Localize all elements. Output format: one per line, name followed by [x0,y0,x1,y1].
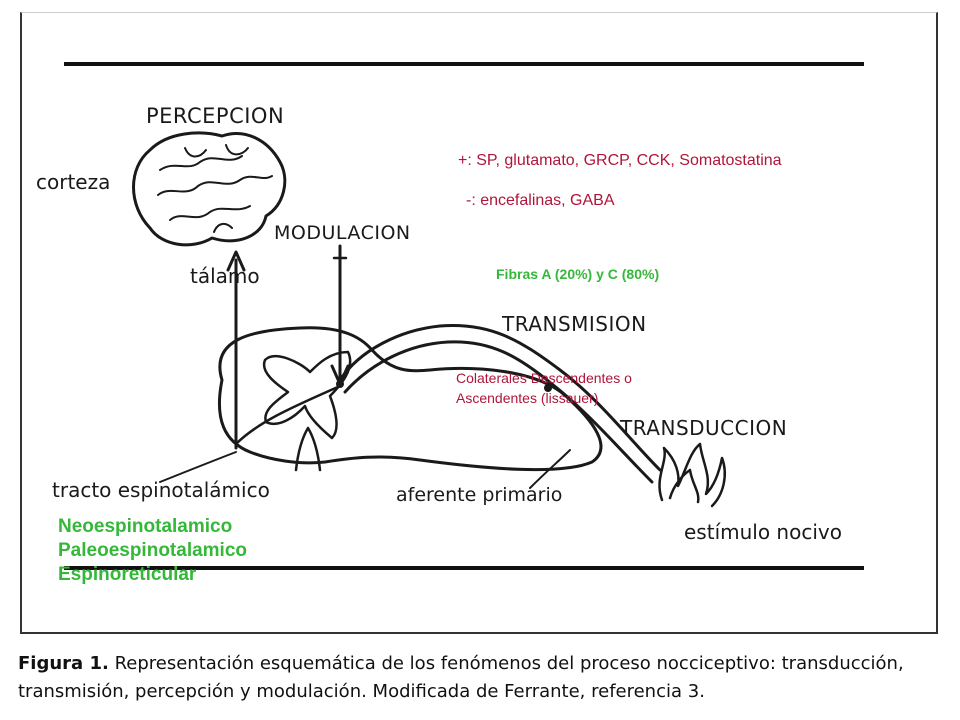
label-aferente: aferente primario [396,484,563,506]
gray-matter [262,350,352,440]
crossing-fiber [234,384,342,446]
note-colaterales-2: Ascendentes (lissauer) [456,390,599,406]
label-modulacion: MODULACION [274,222,411,244]
label-tracto: tracto espinotalámico [52,478,270,502]
synapse-dot [336,380,344,388]
note-excitatory: +: SP, glutamato, GRCP, CCK, Somatostati… [458,152,782,169]
label-estimulo: estímulo nocivo [684,520,842,544]
note-fibras: Fibras A (20%) y C (80%) [496,266,660,282]
label-transduccion: TRANSDUCCION [620,416,788,440]
brain-outline [132,131,287,247]
noxious-stimulus [658,442,726,508]
bottom-rule [64,566,864,570]
note-colaterales-1: Colaterales Descendentes o [456,370,632,386]
tract-item: Espinoreticular [58,564,197,585]
tract-list: Neoespinotalamico Paleoespinotalamico Es… [58,515,247,587]
top-rule [64,62,864,66]
label-percepcion: PERCEPCION [146,104,285,128]
label-transmision: TRANSMISION [502,312,647,336]
label-talamo: tálamo [190,264,260,288]
caption-text: Representación esquemática de los fenóme… [18,653,904,702]
afferent-pointer [529,449,571,489]
note-inhibitory: -: encefalinas, GABA [466,192,615,209]
tract-pointer [159,451,237,483]
figure-caption: Figura 1. Representación esquemática de … [18,650,948,706]
spinal-cord-outline [217,326,603,472]
tract-item: Neoespinotalamico [58,516,233,537]
afferent-nerve [338,323,662,484]
label-corteza: corteza [36,170,111,194]
brain-gyri [157,144,273,233]
central-fissure [294,426,322,472]
caption-label: Figura 1. [18,653,109,674]
ascending-arrowhead [226,250,246,272]
figure-frame [20,12,938,634]
tract-item: Paleoespinotalamico [58,540,248,561]
synapse-dot [544,384,552,392]
